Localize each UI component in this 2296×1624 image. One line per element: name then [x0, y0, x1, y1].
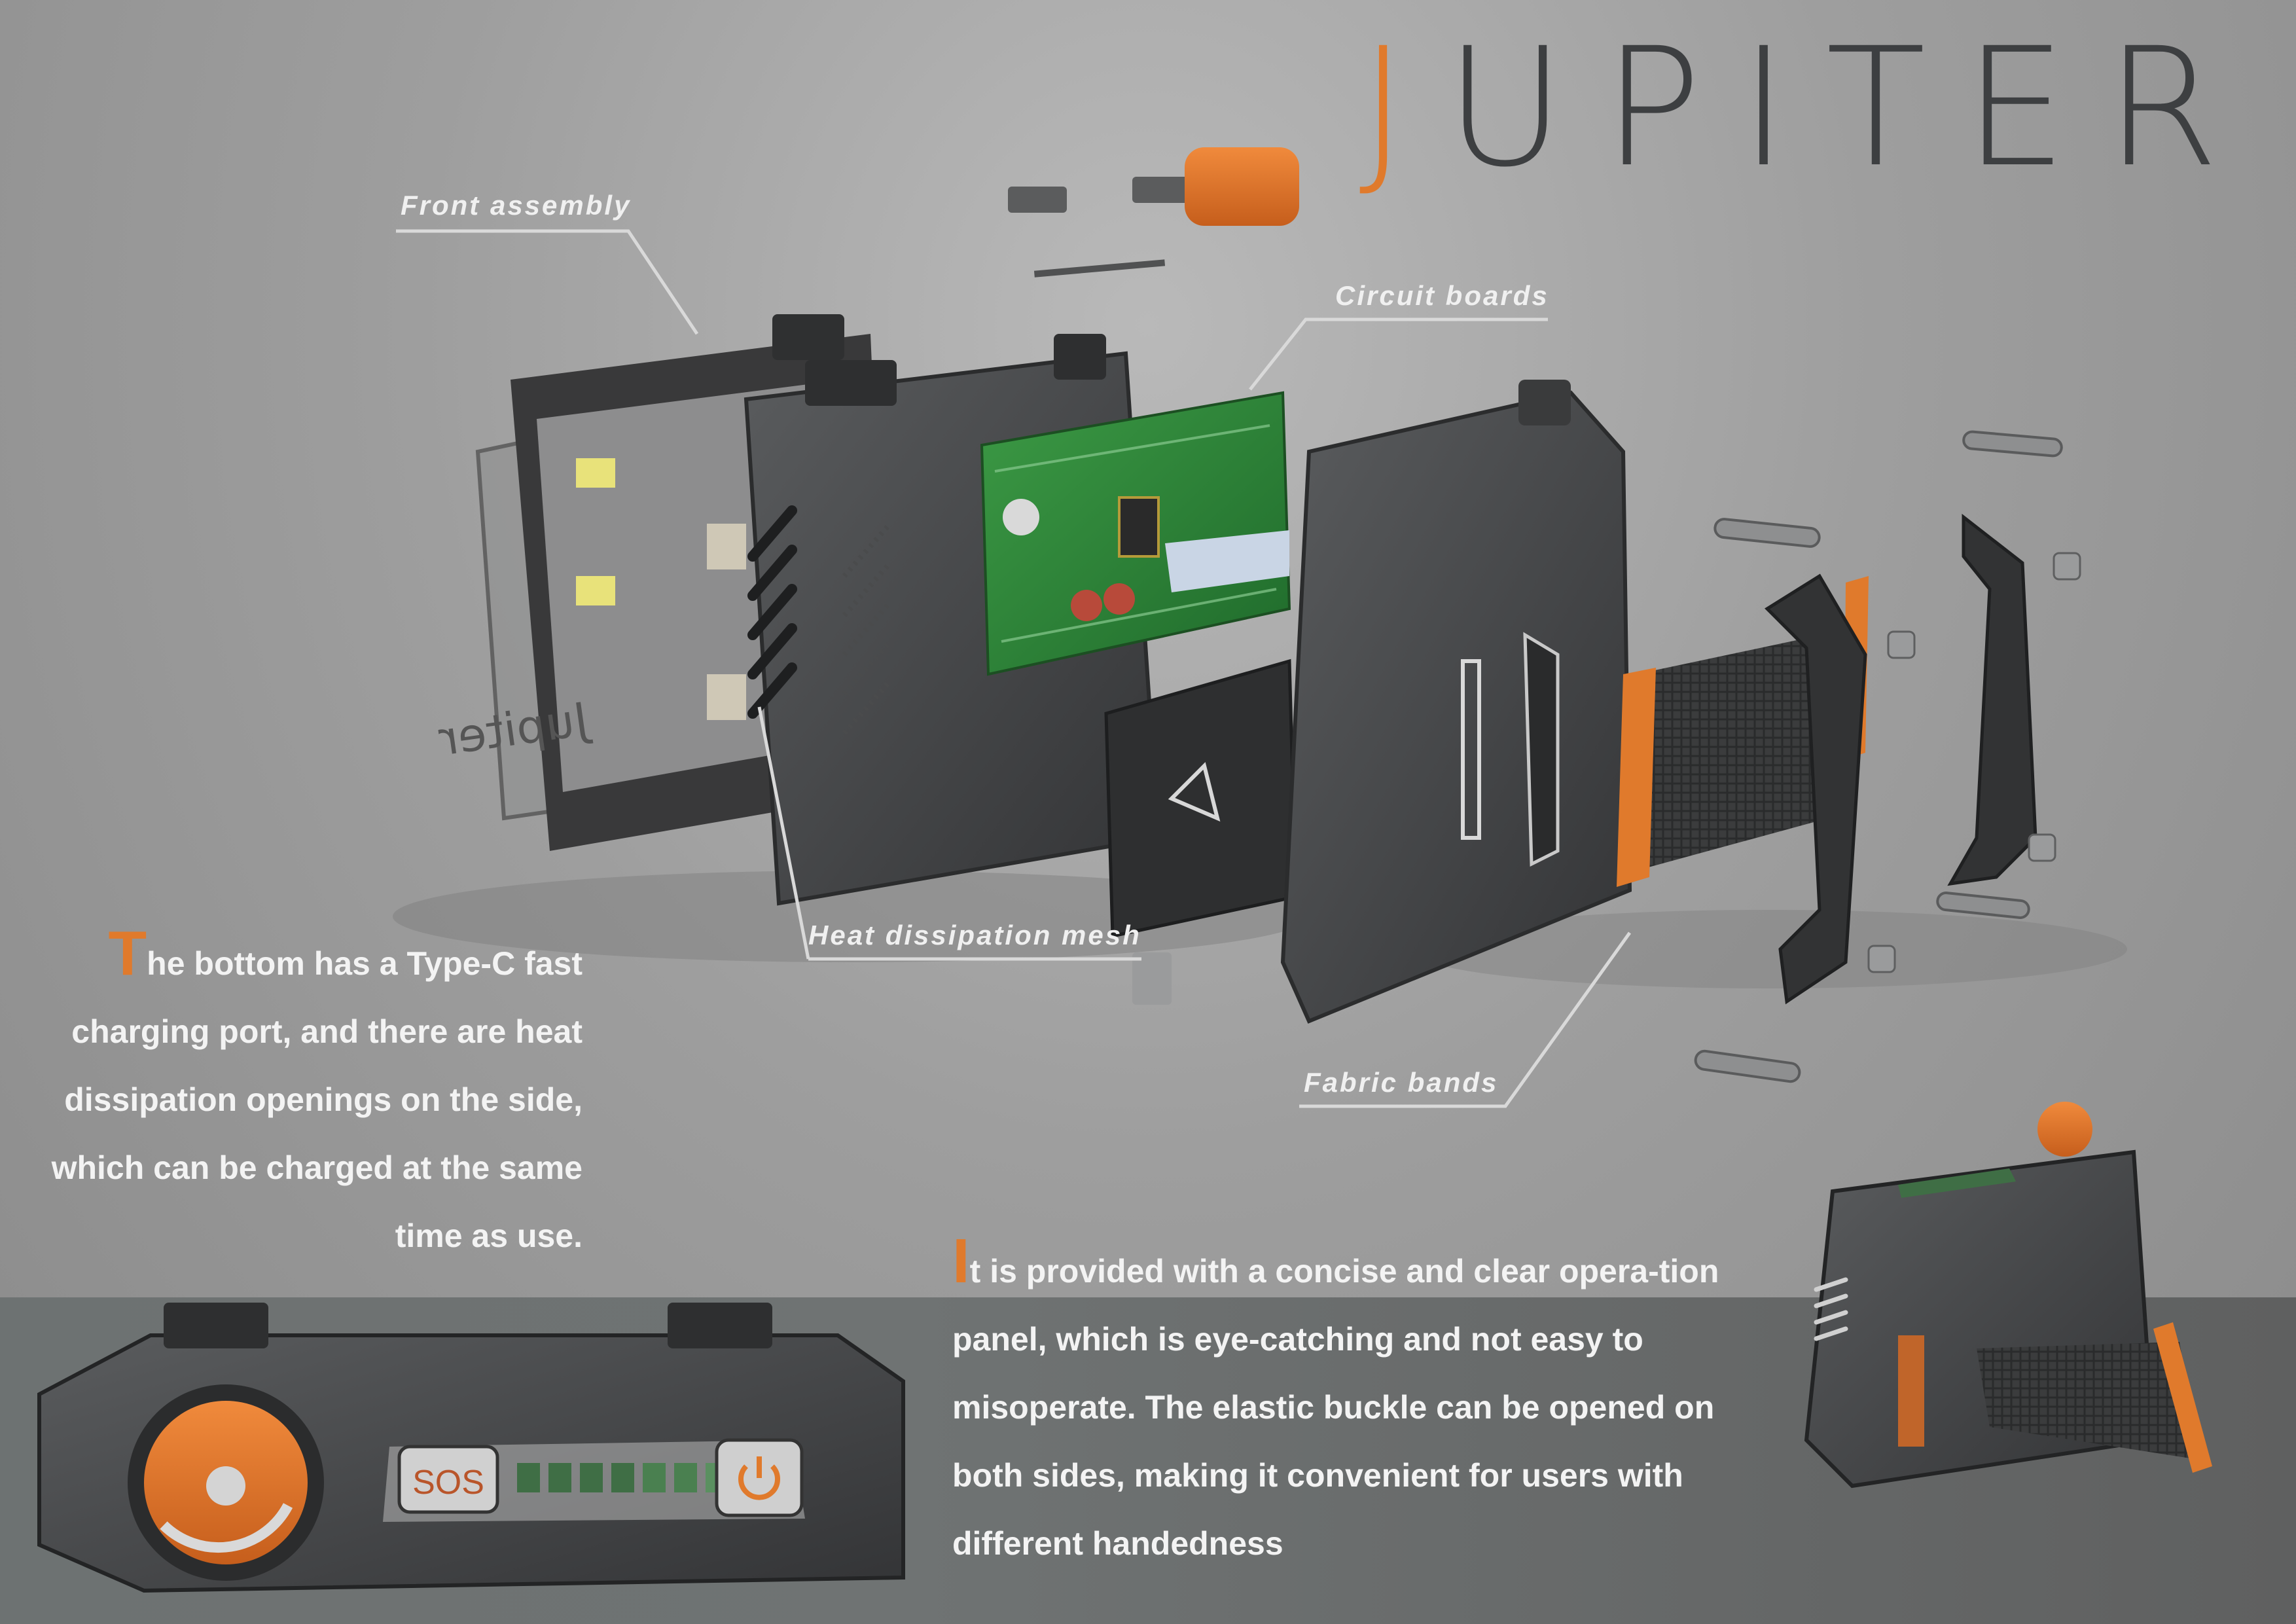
orange-clip [1898, 1335, 1924, 1447]
buckle-slot [1523, 632, 1560, 867]
back-cover [1280, 380, 1632, 1024]
contact-pad [707, 524, 746, 569]
control-panel-closeup: SOS [37, 1303, 905, 1593]
floor-shadow [1407, 910, 2127, 988]
circuit-board [980, 391, 1291, 676]
top-parts [1008, 147, 1299, 1005]
sos-button[interactable] [397, 1445, 499, 1514]
heat-vents [747, 505, 797, 719]
sos-label: SOS [412, 1464, 484, 1502]
capacitor [1071, 590, 1102, 621]
battery-indicator [517, 1463, 728, 1492]
orange-dial-knob [1185, 147, 1299, 226]
floor-shadow [393, 871, 1309, 962]
warning-icon [1168, 762, 1221, 822]
pins [1694, 430, 2063, 1083]
label-front-assembly: Front assembly [401, 190, 632, 221]
contact-pad [707, 674, 746, 720]
power-icon [738, 1464, 780, 1500]
label-heat-dissipation-mesh: Heat dissipation mesh [808, 920, 1141, 950]
label-circuit-boards: Circuit boards [1335, 280, 1549, 311]
buckle-slot [1461, 659, 1481, 840]
chip [1118, 496, 1160, 558]
fabric-band [1977, 1342, 2199, 1460]
screws [1867, 552, 2081, 973]
callout-lines [396, 229, 1632, 1108]
capacitor [1103, 583, 1135, 615]
label-fabric-bands: Fabric bands [1304, 1067, 1499, 1098]
product-title: JUPITER [1359, 12, 2257, 203]
description-operation-panel: It is provided with a concise and clear … [952, 1226, 1719, 1562]
capacitor [1003, 499, 1039, 535]
brightness-icon [206, 1466, 245, 1506]
side-bracket [1765, 513, 2037, 1005]
contact-pad [576, 576, 615, 605]
orange-dial-knob [2037, 1102, 2092, 1157]
rotate-arrow-icon [160, 1503, 293, 1553]
contact-pad [576, 458, 615, 488]
ribbon-connector [1165, 530, 1289, 592]
assembled-device-view [1804, 1102, 2212, 1489]
description-charging: The bottom has a Type-C fast charging po… [51, 918, 583, 1255]
